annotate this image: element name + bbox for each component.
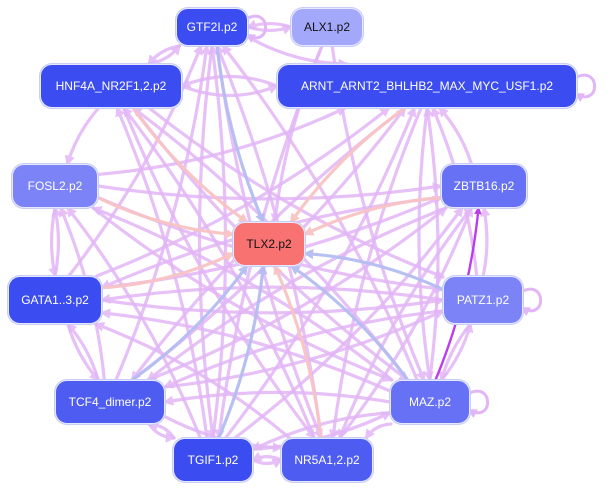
node-tlx2[interactable]: TLX2.p2 [233, 222, 305, 266]
edge-tgif1-to-tlx2 [217, 263, 268, 440]
node-arnt[interactable]: ARNT_ARNT2_BHLHB2_MAX_MYC_USF1.p2 [277, 64, 577, 108]
node-hnf4a[interactable]: HNF4A_NR2F1,2.p2 [40, 64, 182, 108]
edge-tgif1-to-nr5a1 [251, 458, 283, 469]
edge-tgif1-to-hnf4a [115, 106, 209, 440]
edge-hnf4a-to-gtf2i [147, 44, 182, 66]
edge-gata1-to-arnt [95, 106, 391, 278]
edge-gata1-to-patz1 [100, 296, 446, 315]
edge-tgif1-to-arnt [223, 106, 417, 440]
edge-fosl2-to-tlx2 [96, 196, 236, 239]
edge-hnf4a-to-arnt [180, 84, 279, 98]
node-nr5a1[interactable]: NR5A1,2.p2 [281, 438, 373, 482]
edge-gata1-to-fosl2 [51, 205, 62, 278]
node-fosl2[interactable]: FOSL2.p2 [12, 164, 98, 208]
edge-patz1-to-tlx2 [302, 248, 445, 292]
self-loop-gtf2i [244, 14, 268, 43]
node-label: TLX2.p2 [246, 237, 292, 251]
edge-maz-to-tlx2 [289, 264, 410, 382]
edge-nr5a1-to-tlx2 [273, 264, 323, 440]
edge-arnt-to-maz [417, 106, 434, 383]
node-label: HNF4A_NR2F1,2.p2 [55, 79, 167, 93]
edge-arnt-to-nr5a1 [328, 106, 423, 441]
edge-tcf4-to-gata1 [66, 322, 100, 382]
node-patz1[interactable]: PATZ1.p2 [443, 276, 523, 324]
edge-tcf4-to-zbtb16 [146, 206, 448, 382]
edge-nr5a1-to-zbtb16 [338, 206, 474, 440]
edge-gata1-to-tlx2 [100, 251, 235, 290]
node-label: TGIF1.p2 [187, 453, 239, 467]
edge-gtf2i-to-tgif1 [197, 44, 217, 441]
edge-gtf2i-to-alx1 [246, 24, 293, 35]
edge-maz-to-arnt [423, 105, 440, 382]
node-zbtb16[interactable]: ZBTB16.p2 [441, 164, 527, 208]
node-label: MAZ.p2 [408, 395, 451, 409]
node-label: NR5A1,2.p2 [294, 453, 360, 467]
edge-arnt-to-tlx2 [289, 106, 407, 224]
node-label: TCF4_dimer.p2 [68, 395, 152, 409]
edge-hnf4a-to-tlx2 [131, 106, 249, 224]
self-loop-arnt [573, 73, 597, 102]
edge-hnf4a-to-fosl2 [64, 106, 101, 166]
edge-gtf2i-to-hnf4a [147, 44, 182, 66]
edge-nr5a1-to-tgif1 [251, 451, 283, 462]
node-label: FOSL2.p2 [27, 179, 83, 193]
node-maz[interactable]: MAZ.p2 [390, 380, 470, 424]
node-tgif1[interactable]: TGIF1.p2 [173, 438, 253, 482]
edge-patz1-to-gata1 [99, 285, 445, 304]
edge-maz-to-tcf4 [162, 390, 392, 406]
edge-maz-to-gtf2i [221, 44, 419, 382]
edge-gata1-to-tcf4 [66, 322, 100, 382]
node-gata1[interactable]: GATA1..3.p2 [8, 276, 102, 324]
edge-maz-to-fosl2 [91, 206, 394, 382]
edge-zbtb16-to-tlx2 [303, 196, 443, 236]
edge-zbtb16-to-arnt [437, 106, 474, 166]
node-label: GTF2I.p2 [186, 20, 238, 34]
edge-patz1-to-zbtb16 [480, 205, 491, 278]
edge-zbtb16-to-nr5a1 [337, 206, 473, 440]
edge-gtf2i-to-tlx2 [215, 44, 265, 224]
node-label: ARNT_ARNT2_BHLHB2_MAX_MYC_USF1.p2 [300, 79, 554, 93]
edge-fosl2-to-gata1 [48, 206, 59, 279]
node-label: ZBTB16.p2 [453, 179, 515, 193]
self-loop-patz1 [519, 287, 543, 316]
edge-gata1-to-gtf2i [67, 44, 203, 278]
edge-alx1-to-gtf2i [246, 19, 293, 30]
node-label: GATA1..3.p2 [21, 293, 89, 307]
node-tcf4[interactable]: TCF4_dimer.p2 [55, 380, 165, 424]
self-loop-maz [466, 389, 490, 418]
edge-fosl2-to-maz [91, 206, 394, 382]
edge-fosl2-to-arnt [96, 106, 348, 177]
node-alx1[interactable]: ALX1.p2 [291, 8, 363, 46]
edge-tgif1-to-tcf4 [147, 419, 176, 440]
edge-hnf4a-to-nr5a1 [122, 106, 316, 440]
edge-patz1-to-maz [438, 322, 473, 382]
node-label: PATZ1.p2 [456, 293, 510, 307]
edge-tgif1-to-maz [251, 411, 392, 451]
edge-tcf4-to-tlx2 [130, 264, 249, 382]
edge-tgif1-to-zbtb16 [233, 206, 464, 440]
node-gtf2i[interactable]: GTF2I.p2 [176, 8, 248, 46]
edge-maz-to-nr5a1 [364, 422, 393, 440]
node-label: ALX1.p2 [303, 20, 351, 34]
